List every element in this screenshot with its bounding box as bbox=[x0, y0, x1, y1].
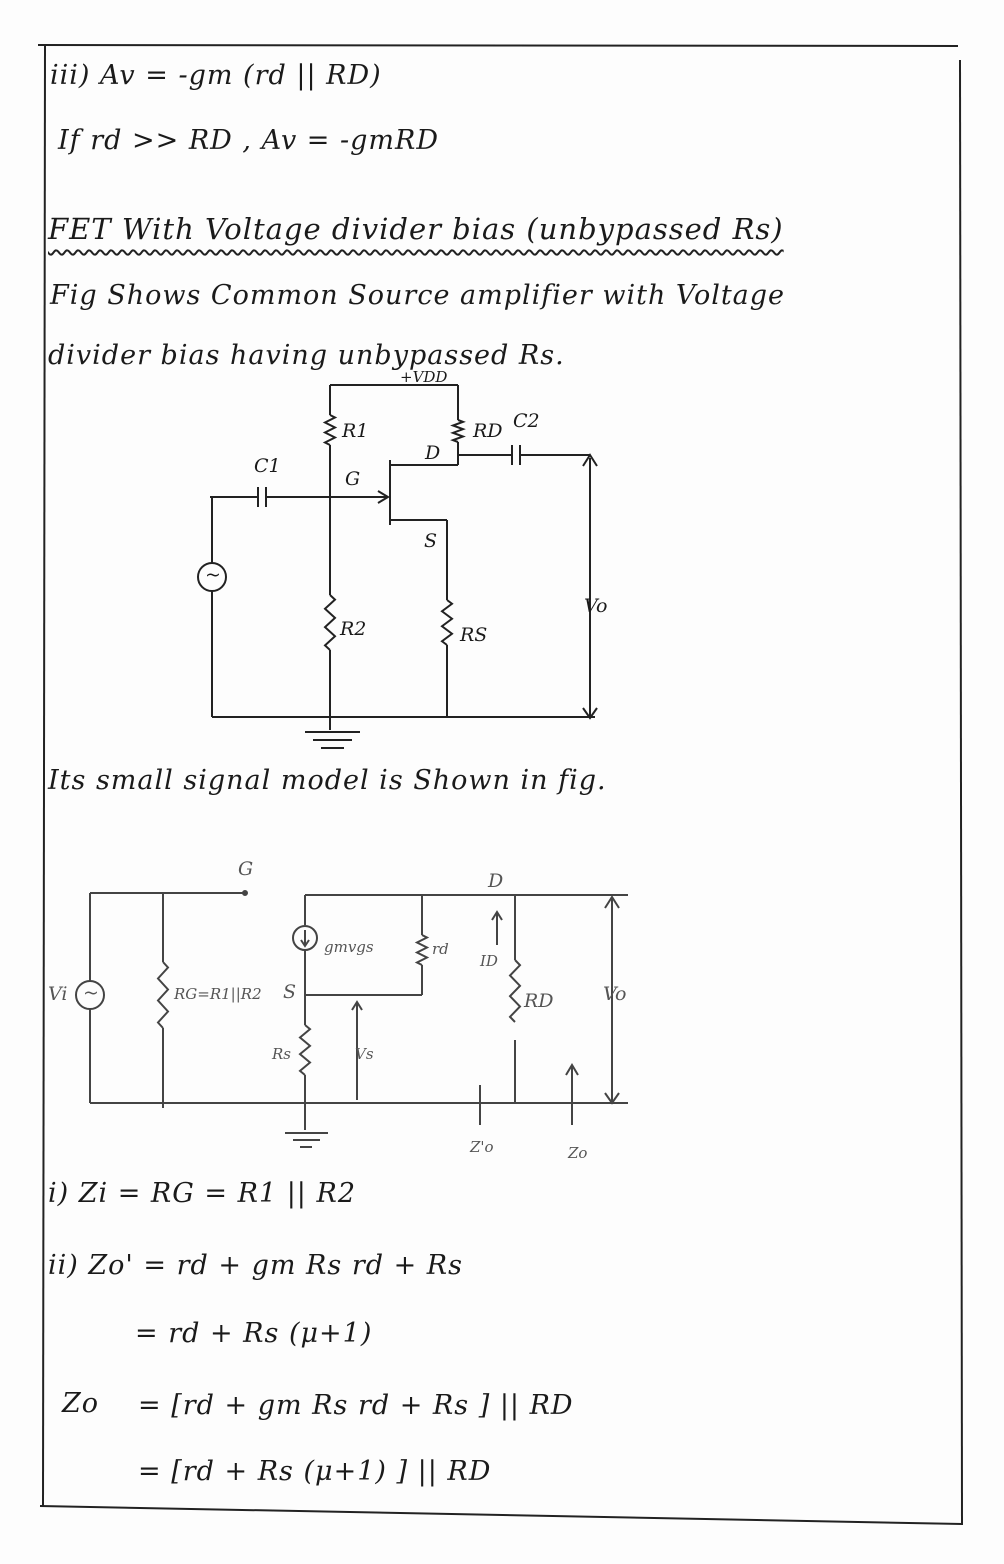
gm-vgs-label: gmvgs bbox=[324, 938, 374, 956]
c2-label: C2 bbox=[513, 410, 540, 432]
gate-label: G bbox=[238, 858, 254, 880]
page-border bbox=[37, 44, 963, 1526]
resistor-symbol bbox=[322, 414, 338, 446]
ac-source-icon: ~ bbox=[83, 982, 99, 1004]
vo-label: Vo bbox=[603, 983, 627, 1005]
gain-equation: iii) Av = -gm (rd || RD) bbox=[50, 60, 382, 91]
resistor-symbol bbox=[156, 961, 170, 1029]
resistor-symbol bbox=[323, 594, 337, 651]
rs-label: Rs bbox=[272, 1045, 291, 1063]
output-impedance-prime-simplified: = rd + Rs (μ+1) bbox=[135, 1318, 373, 1349]
rd-label: RD bbox=[524, 990, 554, 1012]
small-signal-intro: Its small signal model is Shown in fig. bbox=[48, 765, 607, 796]
output-impedance-equation: = [rd + gm Rs rd + Rs ] || RD bbox=[138, 1390, 574, 1421]
r1-label: R1 bbox=[342, 420, 369, 442]
section-heading: FET With Voltage divider bias (unbypasse… bbox=[48, 212, 784, 246]
circuit-small-signal-model bbox=[75, 890, 628, 1148]
rd-small-label: rd bbox=[432, 940, 449, 958]
gain-approximation: If rd >> RD , Av = -gmRD bbox=[58, 125, 439, 156]
rd-label: RD bbox=[473, 420, 503, 442]
id-label: ID bbox=[480, 952, 498, 970]
output-impedance-label: Zo bbox=[62, 1388, 100, 1419]
c1-label: C1 bbox=[254, 455, 281, 477]
vs-label: Vs bbox=[355, 1045, 374, 1063]
output-impedance-simplified: = [rd + Rs (μ+1) ] || RD bbox=[138, 1456, 492, 1487]
input-impedance-equation: i) Zi = RG = R1 || R2 bbox=[48, 1178, 356, 1209]
zo-prime-label: Z'o bbox=[470, 1138, 494, 1156]
output-impedance-prime-equation: ii) Zo' = rd + gm Rs rd + Rs bbox=[48, 1250, 463, 1281]
source-label: S bbox=[283, 981, 297, 1003]
resistor-symbol bbox=[414, 934, 430, 966]
resistor-symbol bbox=[450, 419, 466, 443]
vi-label: Vi bbox=[48, 983, 68, 1005]
drain-label: D bbox=[425, 442, 441, 464]
vdd-label: +VDD bbox=[400, 368, 448, 386]
rg-label: RG=R1||R2 bbox=[174, 985, 262, 1003]
resistor-symbol bbox=[298, 1024, 312, 1076]
rs-label: RS bbox=[460, 624, 488, 646]
paragraph-line-1: Fig Shows Common Source amplifier with V… bbox=[50, 280, 786, 311]
drain-label: D bbox=[488, 870, 504, 892]
zo-label: Zo bbox=[568, 1144, 588, 1162]
resistor-symbol bbox=[508, 959, 522, 1023]
r2-label: R2 bbox=[340, 618, 367, 640]
gate-label: G bbox=[345, 468, 361, 490]
source-label: S bbox=[424, 530, 438, 552]
resistor-symbol bbox=[440, 599, 454, 646]
circuit-common-source-amplifier bbox=[197, 384, 598, 749]
ac-source-icon: ~ bbox=[205, 564, 221, 586]
paragraph-line-2: divider bias having unbypassed Rs. bbox=[48, 340, 565, 371]
vo-label: Vo bbox=[584, 595, 608, 617]
